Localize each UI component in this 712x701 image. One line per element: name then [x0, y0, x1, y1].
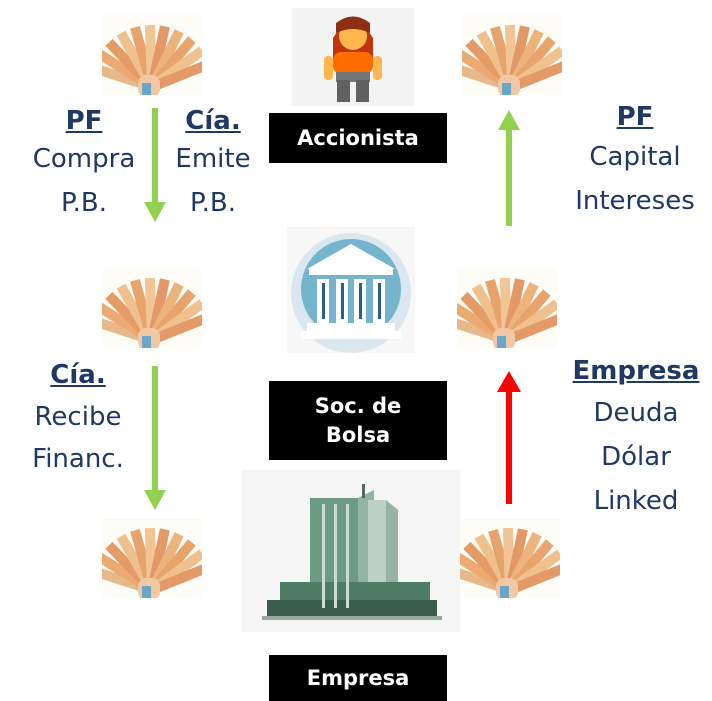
pb-text: P.B.: [190, 188, 236, 218]
money-fan-icon: [457, 268, 557, 348]
financ-text: Financ.: [32, 444, 124, 474]
green-up-arrow: [498, 110, 520, 226]
emite-text: Emite: [175, 144, 251, 174]
pf-header: PF: [616, 102, 654, 132]
dolar-text: Dólar: [601, 442, 671, 472]
deuda-text: Deuda: [593, 398, 679, 428]
pb-text: P.B.: [61, 188, 107, 218]
intereses-text: Intereses: [575, 186, 695, 216]
accionista-label: Accionista: [269, 113, 447, 163]
office-tower-icon: [242, 470, 460, 632]
capital-text: Capital: [589, 142, 681, 172]
cia-header: Cía.: [50, 360, 106, 390]
money-fan-icon: [460, 518, 560, 598]
soc-de-bolsa-line2: Bolsa: [325, 422, 391, 447]
cia-header: Cía.: [185, 106, 241, 136]
cia-receives-text: Cía. Recibe Financ.: [20, 362, 136, 472]
empresa-debt-text: Empresa Deuda Dólar Linked: [568, 358, 704, 514]
money-fan-icon: [462, 15, 562, 95]
empresa-label: Empresa: [269, 655, 447, 701]
empresa-header: Empresa: [572, 356, 700, 386]
bank-building-icon: [287, 227, 415, 353]
pf-buys-text: PF Compra P.B.: [24, 108, 144, 216]
pf-header: PF: [65, 106, 103, 136]
cia-emits-text: Cía. Emite P.B.: [166, 108, 260, 216]
red-up-arrow: [497, 371, 521, 504]
green-down-arrow: [144, 366, 166, 510]
person-icon: [292, 8, 414, 106]
compra-text: Compra: [32, 144, 136, 174]
pf-returns-text: PF Capital Intereses: [565, 104, 705, 214]
linked-text: Linked: [593, 486, 679, 516]
soc-de-bolsa-label: Soc. de Bolsa: [269, 381, 447, 460]
green-down-arrow: [144, 108, 166, 222]
recibe-text: Recibe: [34, 402, 122, 432]
money-fan-icon: [102, 518, 202, 598]
accionista-text: Accionista: [297, 125, 419, 150]
money-fan-icon: [102, 15, 202, 95]
empresa-text: Empresa: [306, 665, 410, 690]
soc-de-bolsa-line1: Soc. de: [314, 394, 402, 419]
money-fan-icon: [102, 268, 202, 348]
